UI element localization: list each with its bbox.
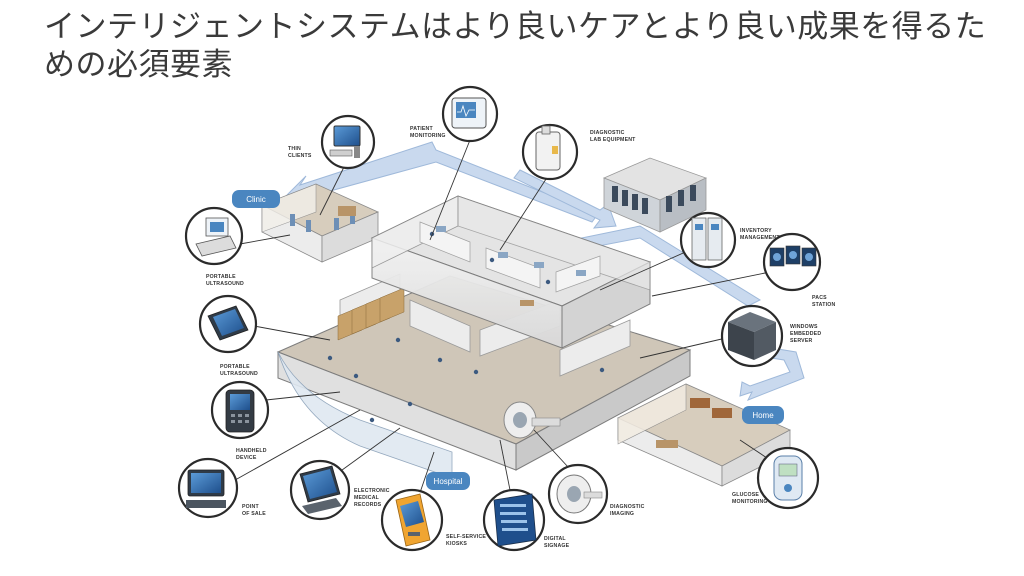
hospital-tag-label: Hospital <box>434 477 463 486</box>
callout-label-line: INVENTORY <box>740 228 772 234</box>
monitor-icon <box>333 125 361 147</box>
callout-label-line: DIGITAL <box>544 536 566 542</box>
clinic-tag: Clinic <box>232 190 280 208</box>
callout-label-line: RECORDS <box>354 502 382 508</box>
callout-label-line: SIGNAGE <box>544 543 570 549</box>
callout-label-line: ULTRASOUND <box>206 281 244 287</box>
kiosks-callout: SELF-SERVICE KIOSKS <box>380 488 486 552</box>
callout-label-line: IMAGING <box>610 511 634 517</box>
callout-label-line: PACS <box>812 295 827 301</box>
digital-signage-callout: DIGITAL SIGNAGE <box>482 488 570 552</box>
handheld-device-callout: HANDHELD DEVICE <box>210 380 270 461</box>
hospital-building <box>276 195 692 479</box>
emr-callout: ELECTRONIC MEDICAL RECORDS <box>289 459 390 521</box>
thin-clients-callout: THIN CLIENTS <box>288 114 376 170</box>
callout-label-line: PORTABLE <box>206 274 236 280</box>
callout-label-line: GLUCOSE <box>732 492 759 498</box>
callout-label-line: MEDICAL <box>354 495 380 501</box>
callout-label-line: OF SALE <box>242 511 266 517</box>
callout-label-line: SELF-SERVICE <box>446 534 486 540</box>
clinic-tag-label: Clinic <box>246 195 266 204</box>
mri-scanner <box>503 401 561 439</box>
callout-label-line: HANDHELD <box>236 448 267 454</box>
callout-label-line: DEVICE <box>236 455 257 461</box>
diagnostic-lab-callout: DIAGNOSTIC LAB EQUIPMENT <box>521 123 636 181</box>
data-center <box>602 157 708 233</box>
data-flow-arrows <box>285 141 805 401</box>
callout-label-line: THIN <box>288 146 301 152</box>
portable-ultrasound-callout-2: PORTABLE ULTRASOUND <box>198 294 258 377</box>
flow-arrow-to-clinic <box>285 141 599 223</box>
callout-label-line: MONITORING <box>410 133 446 139</box>
slide-title: インテリジェントシステムはより良いケアとより良い成果を得るための必須要素 <box>44 9 987 83</box>
hospital-tag: Hospital <box>426 472 470 490</box>
ultrasound-cart-icon <box>195 235 237 257</box>
clinic-building <box>261 183 379 263</box>
callout-label-line: MANAGEMENT <box>740 235 780 241</box>
callout-label-line: PATIENT <box>410 126 433 132</box>
windows-server-callout: WINDOWS EMBEDDED SERVER <box>720 304 821 368</box>
callout-label-line: WINDOWS <box>790 324 818 330</box>
callout-label-line: EMBEDDED <box>790 331 821 337</box>
glucose-monitoring-callout: GLUCOSE MONITORING <box>732 446 820 510</box>
callout-label-line: POINT <box>242 504 259 510</box>
callout-label-line: CLIENTS <box>288 153 312 159</box>
point-of-sale-callout: POINT OF SALE <box>177 457 266 519</box>
callout-label-line: STATION <box>812 302 835 308</box>
callout-label-line: PORTABLE <box>220 364 250 370</box>
inventory-management-callout: INVENTORY MANAGEMENT <box>679 211 780 269</box>
callout-label-line: ULTRASOUND <box>220 371 258 377</box>
diagnostic-imaging-callout: DIAGNOSTIC IMAGING <box>547 463 645 525</box>
flow-arrow-to-datacenter <box>513 169 617 229</box>
server-icon <box>728 312 776 332</box>
patient-monitoring-callout: PATIENT MONITORING <box>410 85 499 143</box>
pacs-station-callout: PACS STATION <box>762 232 835 308</box>
glucose-meter-icon <box>773 455 803 501</box>
callout-label-line: DIAGNOSTIC <box>610 504 645 510</box>
callout-label-line: KIOSKS <box>446 541 467 547</box>
callout-label-line: LAB EQUIPMENT <box>590 137 636 143</box>
flow-arrow-to-home <box>739 345 805 401</box>
home-tag-label: Home <box>752 411 774 420</box>
home-building <box>617 383 791 487</box>
portable-ultrasound-callout-1: PORTABLE ULTRASOUND <box>184 206 244 287</box>
home-tag: Home <box>742 406 784 424</box>
callout-label-line: ELECTRONIC <box>354 488 390 494</box>
callout-label-line: DIAGNOSTIC <box>590 130 625 136</box>
callout-label-line: MONITORING <box>732 499 768 505</box>
callout-label-line: SERVER <box>790 338 812 344</box>
